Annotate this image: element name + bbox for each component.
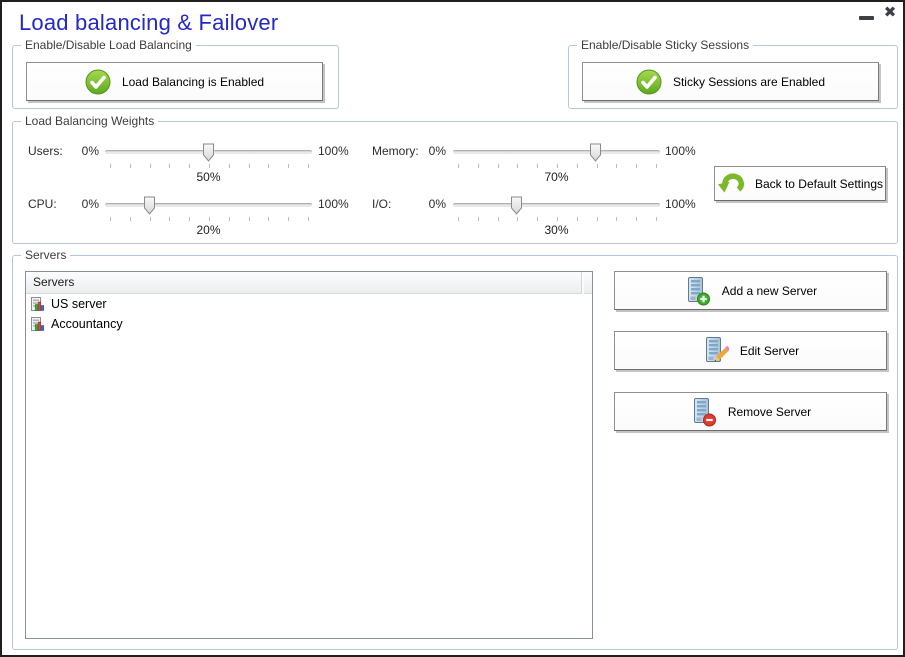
slider-users: 50% bbox=[105, 143, 312, 189]
slider-min: 0% bbox=[428, 144, 446, 158]
slider-track[interactable] bbox=[453, 150, 660, 154]
slider-memory: 70% bbox=[453, 143, 660, 189]
slider-thumb[interactable] bbox=[511, 196, 523, 215]
server-stats-icon bbox=[31, 297, 45, 311]
slider-max: 100% bbox=[665, 197, 696, 211]
remove-server-button[interactable]: Remove Server bbox=[614, 392, 887, 431]
servers-column-header[interactable]: Servers bbox=[26, 272, 592, 294]
slider-max: 100% bbox=[318, 197, 349, 211]
slider-label-cpu: CPU: bbox=[28, 197, 57, 211]
server-name: US server bbox=[51, 297, 107, 311]
group-label: Enable/Disable Load Balancing bbox=[21, 38, 196, 52]
slider-min: 0% bbox=[81, 197, 99, 211]
server-edit-icon bbox=[705, 336, 729, 362]
slider-min: 0% bbox=[81, 144, 99, 158]
server-remove-icon bbox=[693, 397, 716, 426]
slider-ticks bbox=[110, 164, 309, 168]
add-server-label: Add a new Server bbox=[721, 283, 818, 298]
column-separator bbox=[582, 272, 584, 294]
server-name: Accountancy bbox=[51, 317, 123, 331]
group-label: Servers bbox=[21, 248, 71, 262]
slider-thumb[interactable] bbox=[143, 196, 155, 215]
back-to-defaults-button[interactable]: Back to Default Settings bbox=[714, 166, 886, 201]
close-icon[interactable]: ✖ bbox=[883, 4, 897, 21]
remove-server-label: Remove Server bbox=[727, 404, 812, 419]
toggle-load-balancing-label: Load Balancing is Enabled bbox=[121, 74, 265, 89]
slider-ticks bbox=[458, 217, 657, 221]
slider-track[interactable] bbox=[453, 203, 660, 207]
edit-server-button[interactable]: Edit Server bbox=[614, 331, 887, 370]
server-stats-icon bbox=[31, 317, 45, 331]
slider-io: 30% bbox=[453, 196, 660, 242]
slider-value: 50% bbox=[196, 170, 221, 184]
slider-value: 20% bbox=[196, 223, 221, 237]
edit-server-label: Edit Server bbox=[739, 343, 800, 358]
slider-value: 70% bbox=[544, 170, 569, 184]
slider-max: 100% bbox=[665, 144, 696, 158]
toggle-load-balancing-button[interactable]: Load Balancing is Enabled bbox=[26, 62, 323, 101]
add-server-button[interactable]: Add a new Server bbox=[614, 271, 887, 310]
group-servers: Servers Servers US server bbox=[12, 248, 898, 650]
group-label: Enable/Disable Sticky Sessions bbox=[577, 38, 754, 52]
slider-label-io: I/O: bbox=[372, 197, 392, 211]
slider-max: 100% bbox=[318, 144, 349, 158]
group-weights: Load Balancing Weights Users: 0% 50% 100… bbox=[12, 114, 898, 244]
minimize-icon[interactable] bbox=[859, 16, 874, 20]
column-separator bbox=[581, 272, 582, 294]
servers-list: Servers US server bbox=[25, 271, 593, 639]
server-add-icon bbox=[687, 276, 710, 305]
slider-ticks bbox=[458, 164, 657, 168]
slider-track[interactable] bbox=[105, 203, 312, 207]
slider-min: 0% bbox=[428, 197, 446, 211]
slider-label-users: Users: bbox=[28, 144, 63, 158]
group-label: Load Balancing Weights bbox=[21, 114, 159, 128]
slider-ticks bbox=[110, 217, 309, 221]
check-circle-icon bbox=[85, 69, 111, 94]
undo-arrow-icon bbox=[717, 173, 744, 193]
check-circle-icon bbox=[636, 69, 662, 94]
slider-cpu: 20% bbox=[105, 196, 312, 242]
server-list-item[interactable]: Accountancy bbox=[26, 314, 592, 334]
group-sticky-sessions: Enable/Disable Sticky Sessions Sticky Se… bbox=[568, 38, 898, 109]
toggle-sticky-sessions-button[interactable]: Sticky Sessions are Enabled bbox=[582, 62, 879, 101]
toggle-sticky-sessions-label: Sticky Sessions are Enabled bbox=[672, 74, 826, 89]
slider-label-memory: Memory: bbox=[372, 144, 419, 158]
group-load-balancing: Enable/Disable Load Balancing Load Balan… bbox=[12, 38, 339, 109]
slider-thumb[interactable] bbox=[589, 143, 601, 162]
servers-column-header-label: Servers bbox=[33, 275, 75, 289]
back-to-defaults-label: Back to Default Settings bbox=[754, 176, 884, 191]
server-list-item[interactable]: US server bbox=[26, 294, 592, 314]
page-title: Load balancing & Failover bbox=[19, 10, 279, 35]
slider-value: 30% bbox=[544, 223, 569, 237]
slider-thumb[interactable] bbox=[202, 143, 214, 162]
